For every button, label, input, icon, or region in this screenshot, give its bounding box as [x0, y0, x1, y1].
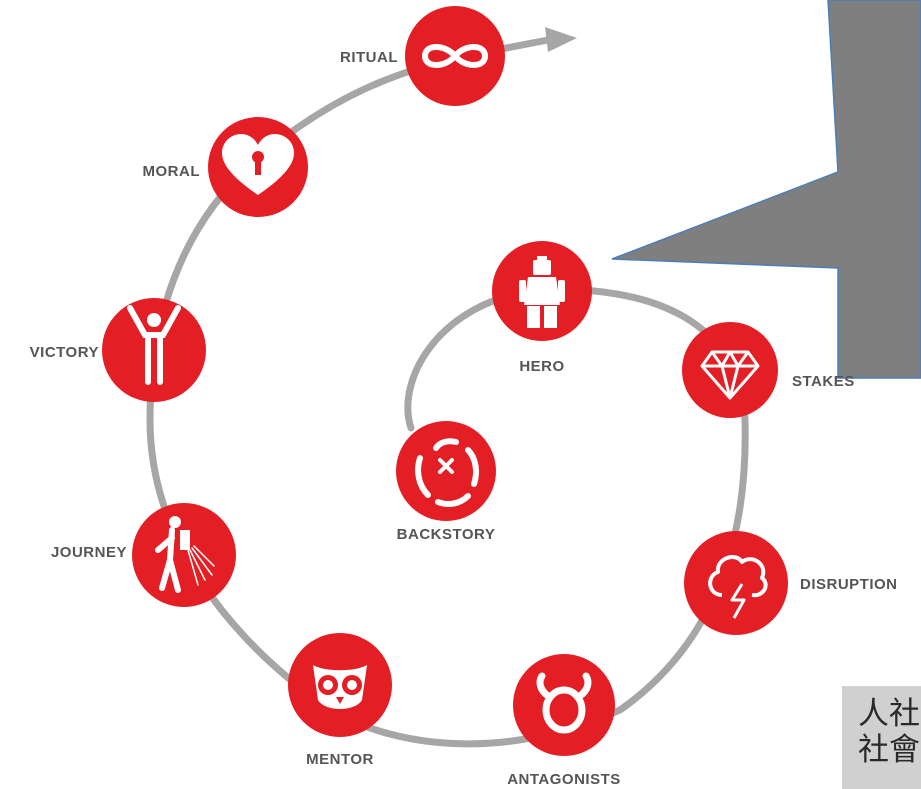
node-journey: JOURNEY	[51, 503, 236, 607]
node-backstory: BACKSTORY	[396, 421, 496, 543]
node-antagonists: ANTAGONISTS	[507, 654, 621, 788]
node-label-moral: MORAL	[143, 163, 201, 180]
node-label-antagonists: ANTAGONISTS	[507, 771, 621, 788]
node-label-victory: VICTORY	[30, 344, 99, 361]
node-label-ritual: RITUAL	[340, 49, 398, 66]
node-ritual: RITUAL	[340, 6, 505, 106]
infinity-icon	[421, 44, 489, 68]
node-label-disruption: DISRUPTION	[800, 576, 898, 593]
node-victory: VICTORY	[30, 298, 206, 402]
cjk-text-line-2: 社會	[858, 732, 920, 768]
lightning-cloud-icon	[708, 555, 768, 619]
owl-icon	[313, 665, 367, 709]
diamond-icon	[700, 350, 760, 400]
horned-devil-icon	[536, 672, 592, 734]
node-moral: MORAL	[143, 117, 308, 217]
spiral-path	[146, 36, 749, 748]
node-stakes: STAKES	[682, 322, 855, 418]
node-label-stakes: STAKES	[792, 373, 855, 390]
node-hero: HERO	[492, 241, 592, 375]
jetpack-figure-icon	[155, 516, 215, 593]
arms-raised-figure-icon	[127, 305, 181, 385]
heart-keyhole-icon	[222, 134, 294, 195]
node-label-journey: JOURNEY	[51, 544, 127, 561]
speech-callout	[611, 0, 921, 379]
node-mentor: MENTOR	[288, 633, 392, 768]
node-label-backstory: BACKSTORY	[397, 526, 496, 543]
node-label-hero: HERO	[519, 358, 564, 375]
spiral-arrowhead	[545, 27, 577, 52]
cjk-text-line-1: 人社	[858, 696, 920, 732]
treasure-map-icon	[415, 438, 479, 507]
node-disruption: DISRUPTION	[684, 531, 898, 635]
cjk-text-box: 人社 社會	[842, 686, 921, 789]
lego-figure-icon	[519, 256, 565, 328]
node-label-mentor: MENTOR	[306, 751, 374, 768]
